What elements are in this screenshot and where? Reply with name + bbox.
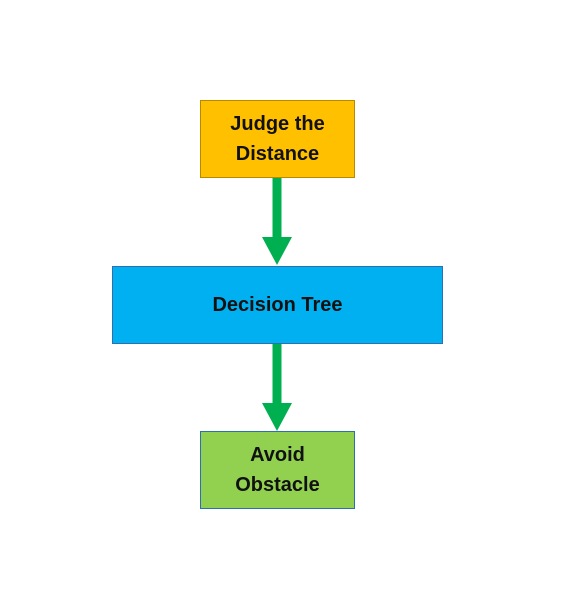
arrow-judge-to-tree-head xyxy=(262,237,292,265)
node-judge-distance-label: Judge the Distance xyxy=(230,113,325,165)
node-avoid-obstacle: Avoid Obstacle xyxy=(200,431,355,509)
node-decision-tree: Decision Tree xyxy=(112,266,443,344)
node-decision-tree-label: Decision Tree xyxy=(212,294,343,316)
node-avoid-obstacle-label: Avoid Obstacle xyxy=(235,444,320,496)
arrow-judge-to-tree xyxy=(262,178,292,265)
node-judge-distance: Judge the Distance xyxy=(200,100,355,178)
arrow-tree-to-avoid-head xyxy=(262,403,292,431)
arrow-tree-to-avoid xyxy=(262,344,292,431)
